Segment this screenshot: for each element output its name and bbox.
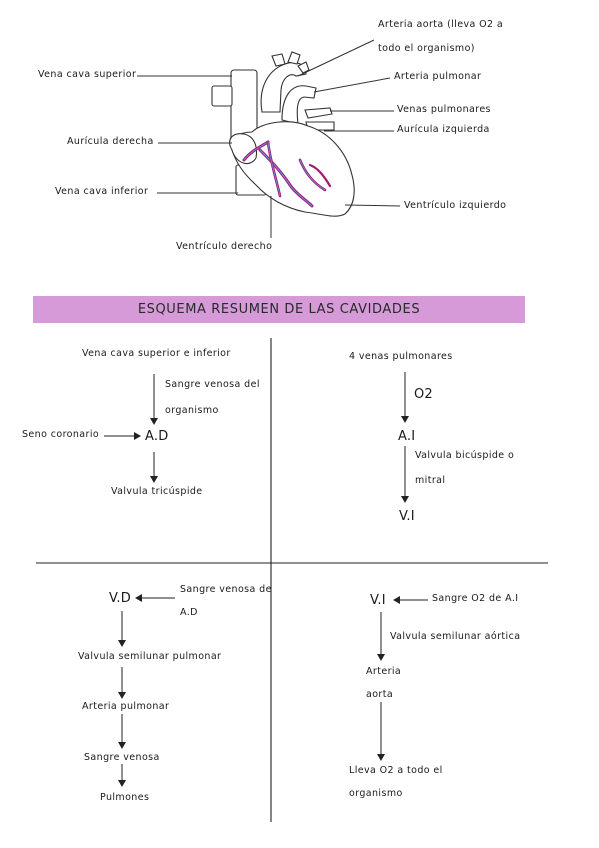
- label-arteria-aorta-1: Arteria aorta (lleva O2 a: [378, 19, 504, 30]
- vi-valve: Valvula semilunar aórtica: [390, 631, 521, 642]
- vd-valve: Valvula semilunar pulmonar: [78, 651, 222, 662]
- label-auricula-izquierda: Aurícula izquierda: [397, 124, 490, 135]
- label-auricula-derecha: Aurícula derecha: [67, 136, 154, 147]
- ad-source: Vena cava superior e inferior: [82, 348, 231, 359]
- ad-chamber: A.D: [145, 429, 169, 444]
- vd-note-1: Sangre venosa de: [180, 584, 272, 595]
- vd-destination: Pulmones: [100, 792, 150, 803]
- vi-artery-1: Arteria: [366, 666, 402, 677]
- section-banner: ESQUEMA RESUMEN DE LAS CAVIDADES: [33, 296, 525, 323]
- vi-input: Sangre O2 de A.I: [432, 593, 519, 604]
- ad-side-input: Seno coronario: [22, 429, 100, 440]
- label-ventriculo-derecho: Ventrículo derecho: [176, 241, 273, 252]
- label-arteria-aorta-2: todo el organismo): [378, 43, 475, 54]
- label-ventriculo-izquierdo: Ventrículo izquierdo: [404, 200, 507, 211]
- vd-note-2: A.D: [180, 607, 198, 618]
- label-venas-pulmonares: Venas pulmonares: [397, 104, 491, 115]
- vi-dest-2: organismo: [349, 788, 403, 799]
- vd-artery: Arteria pulmonar: [82, 701, 170, 712]
- ai-source: 4 venas pulmonares: [349, 351, 453, 362]
- ai-valve-2: mitral: [415, 475, 446, 486]
- vi-artery-2: aorta: [366, 689, 394, 700]
- vi-chamber: V.I: [370, 593, 386, 608]
- banner-title: ESQUEMA RESUMEN DE LAS CAVIDADES: [137, 302, 421, 317]
- vi-dest-1: Lleva O2 a todo el: [349, 765, 443, 776]
- ad-note-1: Sangre venosa del: [165, 379, 260, 390]
- vd-blood: Sangre venosa: [84, 752, 160, 763]
- ad-valve: Valvula tricúspide: [111, 486, 203, 497]
- label-vena-cava-inferior: Vena cava inferior: [55, 186, 149, 197]
- ai-chamber: A.I: [398, 429, 416, 444]
- ai-valve-1: Valvula bicúspide o: [415, 450, 515, 461]
- ai-destination: V.I: [399, 509, 415, 524]
- label-vena-cava-superior: Vena cava superior: [38, 69, 137, 80]
- ad-note-2: organismo: [165, 405, 219, 416]
- ai-note: O2: [414, 387, 433, 402]
- label-arteria-pulmonar: Arteria pulmonar: [394, 71, 482, 82]
- vd-chamber: V.D: [109, 591, 131, 606]
